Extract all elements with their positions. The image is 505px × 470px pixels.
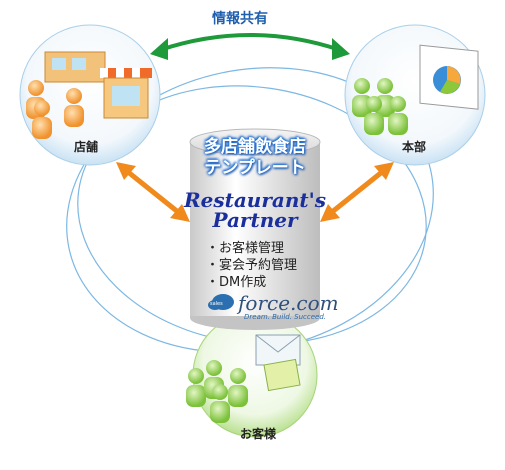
database-cylinder (189, 128, 321, 330)
feature-item: ・お客様管理 (206, 241, 285, 256)
info-share-arrow (150, 33, 350, 60)
chart-board-icon (419, 44, 479, 110)
people-icon (186, 360, 248, 423)
customer-node (186, 312, 318, 438)
info-share-label: 情報共有 (212, 11, 268, 27)
hq-sync-arrow (320, 162, 394, 222)
store-node (19, 24, 161, 166)
force-com-tagline: Dream. Build. Succeed. (244, 313, 327, 321)
feature-item: ・宴会予約管理 (206, 258, 298, 273)
people-icon (352, 78, 408, 135)
product-name-line2: Partner (212, 208, 298, 232)
svg-text:sales: sales (210, 301, 223, 307)
customer-label: お客様 (240, 427, 277, 441)
shop-icon (44, 51, 152, 119)
template-title-line2: テンプレート (204, 158, 306, 178)
feature-item: ・DM作成 (206, 275, 267, 290)
people-icon (26, 80, 84, 139)
salesforce-cloud-icon: sales (208, 294, 234, 310)
hq-node (344, 24, 486, 166)
envelope-icon (255, 334, 301, 392)
store-label: 店舗 (74, 140, 99, 154)
template-title-line1: 多店舗飲食店 (204, 137, 306, 157)
hq-label: 本部 (402, 140, 427, 154)
product-name-line1: Restaurant's (183, 188, 326, 212)
store-sync-arrow (116, 162, 190, 222)
force-com-logo-text: force.com (238, 291, 339, 315)
